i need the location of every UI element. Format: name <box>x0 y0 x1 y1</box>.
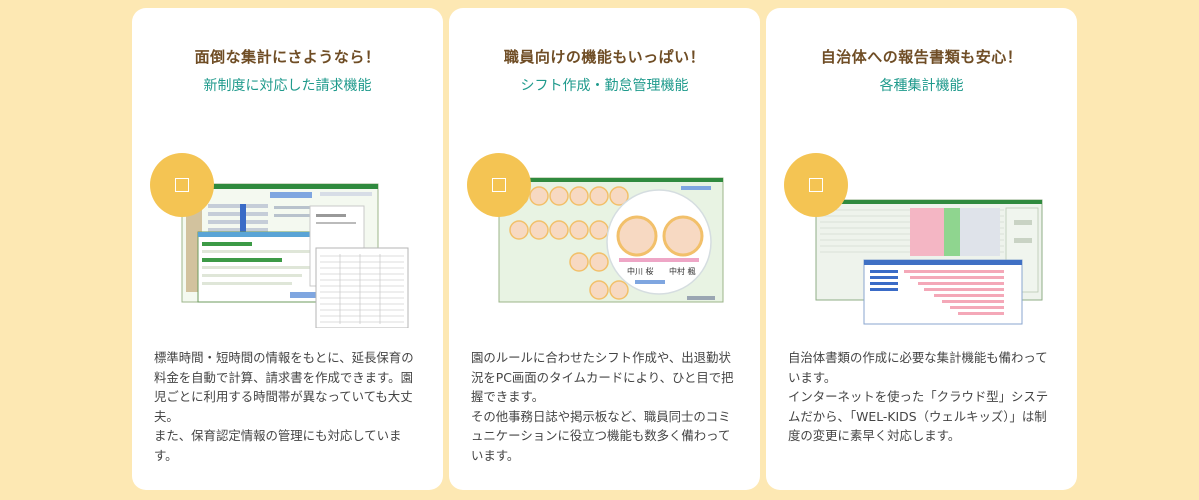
desc-paragraph: 標準時間・短時間の情報をもとに、延長保育の料金を自動で計算、請求書を作成できます… <box>154 350 414 424</box>
feature-card-billing: 面倒な集計にさようなら！ 新制度に対応した請求機能 <box>132 8 443 490</box>
staff-name-2: 中村 楓 <box>669 266 696 276</box>
card-subtitle: シフト作成・勤怠管理機能 <box>520 78 689 94</box>
card-title: 面倒な集計にさようなら！ <box>194 48 381 66</box>
desc-paragraph: 園のルールに合わせたシフト作成や、出退勤状況をPC画面のタイムカードにより、ひと… <box>471 350 734 404</box>
card-subtitle: 各種集計機能 <box>879 78 964 94</box>
square-icon <box>784 153 848 217</box>
staff-name-1: 中川 桜 <box>627 266 654 276</box>
feature-card-reports: 自治体への報告書類も安心！ 各種集計機能 自治体 <box>766 8 1077 490</box>
square-icon <box>150 153 214 217</box>
desc-paragraph: また、保育認定情報の管理にも対応しています。 <box>154 428 402 463</box>
feature-card-shift: 職員向けの機能もいっぱい！ シフト作成・勤怠管理機能 中川 桜 中村 楓 園のル… <box>449 8 760 490</box>
card-description: 園のルールに合わせたシフト作成や、出退勤状況をPC画面のタイムカードにより、ひと… <box>471 348 741 465</box>
desc-paragraph: インターネットを使った「クラウド型」システムだから、「WEL-KIDS（ウェルキ… <box>788 389 1049 443</box>
card-subtitle: 新制度に対応した請求機能 <box>203 78 372 94</box>
card-description: 標準時間・短時間の情報をもとに、延長保育の料金を自動で計算、請求書を作成できます… <box>154 348 424 465</box>
card-title: 自治体への報告書類も安心！ <box>820 48 1023 66</box>
square-icon <box>467 153 531 217</box>
desc-paragraph: 自治体書類の作成に必要な集計機能も備わっています。 <box>788 350 1048 385</box>
card-title: 職員向けの機能もいっぱい！ <box>503 48 706 66</box>
billing-screenshot <box>181 183 409 328</box>
shift-screenshot: 中川 桜 中村 楓 <box>498 177 724 303</box>
card-description: 自治体書類の作成に必要な集計機能も備わっています。 インターネットを使った「クラ… <box>788 348 1058 446</box>
reports-screenshot <box>815 199 1043 325</box>
desc-paragraph: その他事務日誌や掲示板など、職員同士のコミュニケーションに役立つ機能も数多く備わ… <box>471 408 731 463</box>
